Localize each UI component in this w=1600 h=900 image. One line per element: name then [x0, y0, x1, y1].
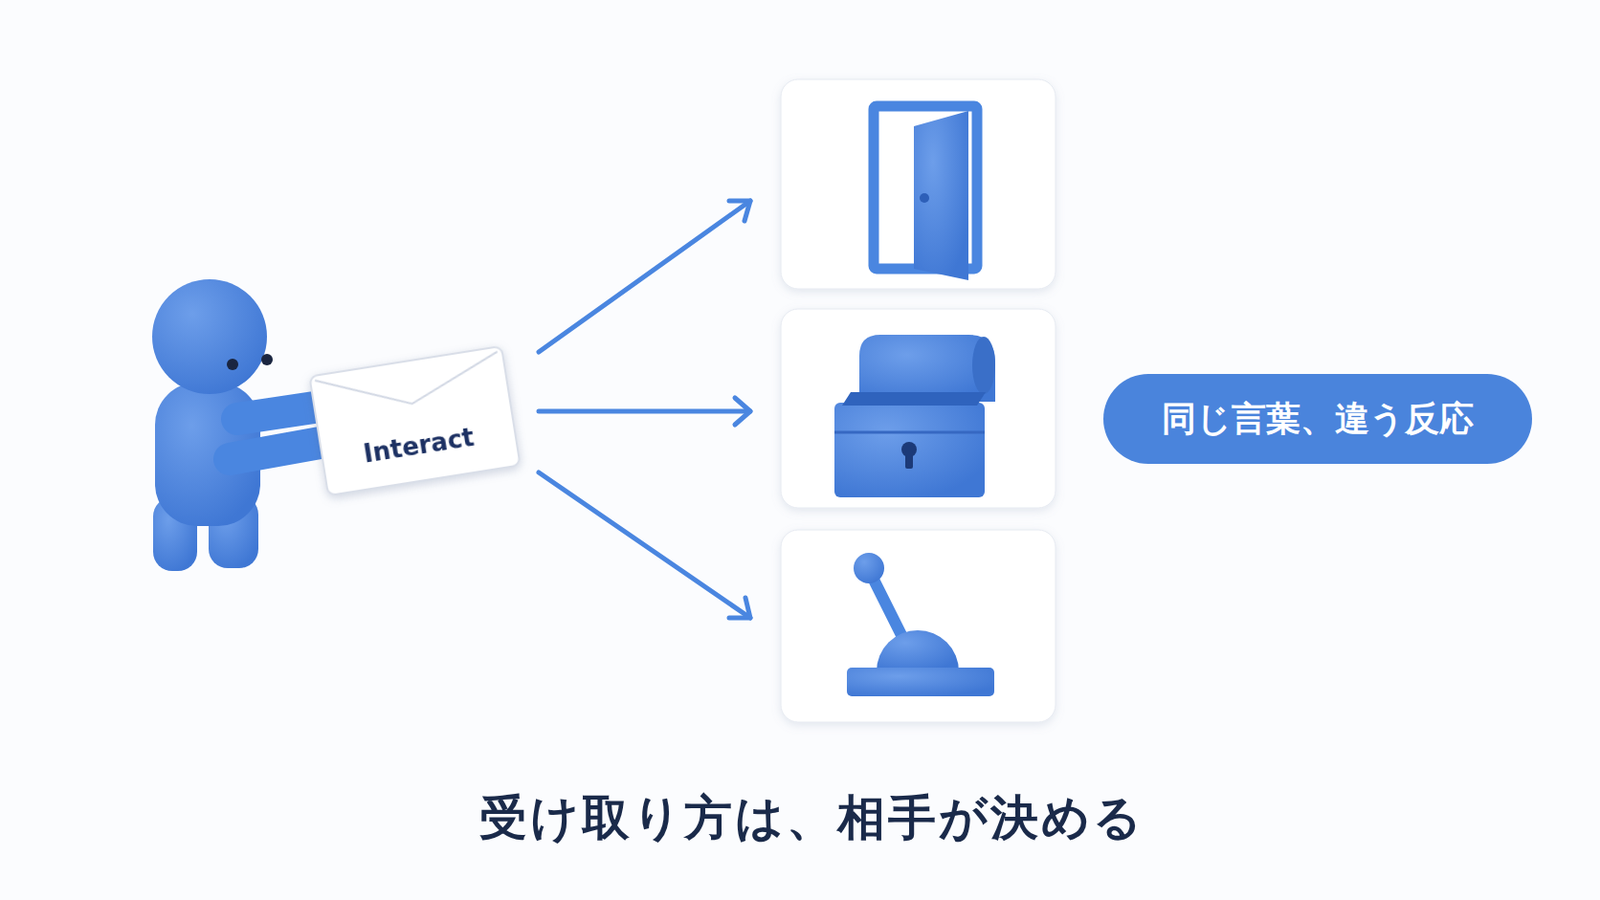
label-pill: 同じ言葉、違う反応	[1103, 374, 1533, 465]
arrows	[538, 200, 751, 619]
door-icon	[873, 106, 978, 281]
pill-text: 同じ言葉、違う反応	[1161, 396, 1474, 444]
chest-icon	[834, 334, 996, 498]
envelope: Interact	[308, 345, 521, 497]
person-figure	[152, 279, 326, 572]
caption: 受け取り方は、相手が決める	[0, 786, 1600, 851]
envelope-shape	[308, 345, 521, 497]
lever-icon	[846, 553, 995, 697]
cards	[780, 79, 1056, 723]
